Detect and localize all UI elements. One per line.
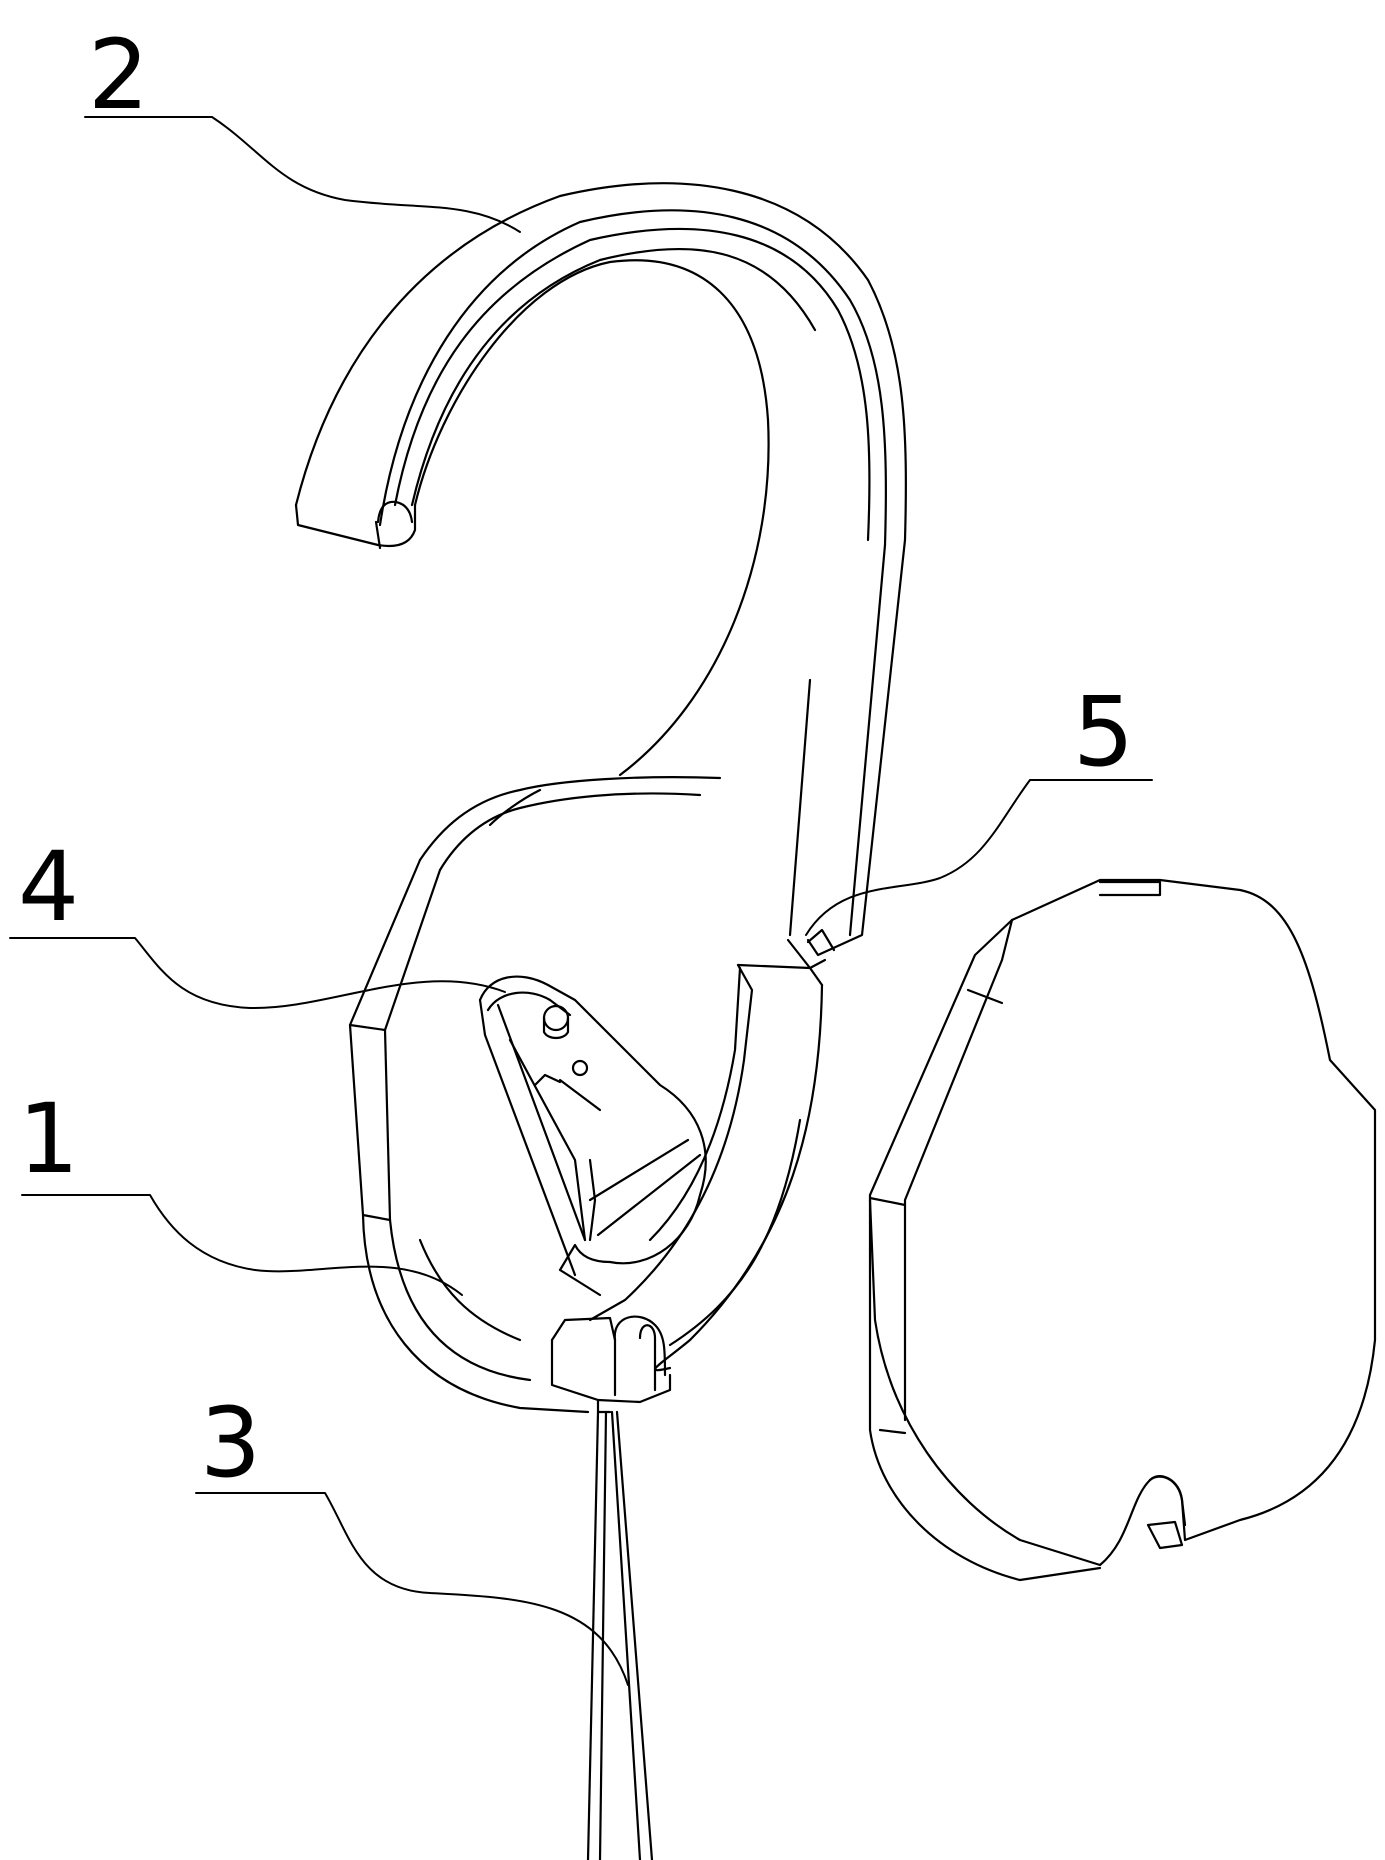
callout-2-number: 2 <box>88 19 149 131</box>
pivot-pin-icon <box>542 1004 570 1032</box>
inner-right-face <box>654 983 824 1372</box>
cord-strand-middle <box>598 1410 608 1860</box>
plate-notch-edge <box>1180 1498 1187 1527</box>
pivot-pin-side <box>542 1016 570 1040</box>
hook-tip-face <box>294 503 417 548</box>
plate-face-outline <box>868 878 1377 1567</box>
callout-3: 3 <box>195 1387 629 1686</box>
lever-outline <box>478 975 707 1297</box>
callout-4: 4 <box>9 831 506 1010</box>
plate-corner-mid <box>868 1196 907 1207</box>
inner-right-face-2 <box>668 1118 802 1347</box>
callout-2-leader <box>84 116 521 233</box>
plate-top-tab <box>1098 880 1162 897</box>
lever-face <box>588 1158 597 1242</box>
neck-outer <box>418 776 722 862</box>
plate-corner-top <box>966 988 1004 1005</box>
hook-outer-edge <box>294 182 907 542</box>
clamp-foot <box>596 1398 612 1414</box>
plate-inner-edge <box>903 918 1014 1422</box>
hook-spine-outer <box>806 538 907 957</box>
callout-1-leader <box>21 1194 463 1296</box>
inner-step-2 <box>736 963 824 987</box>
hook-inner-edge <box>413 259 770 777</box>
base-outer-edge <box>348 858 590 1414</box>
neck-inner <box>438 792 702 872</box>
plate-corner-low <box>878 1428 907 1435</box>
cord-strand-right <box>610 1410 642 1860</box>
plate-edge-outline <box>868 918 1102 1582</box>
callout-1-number: 1 <box>18 1083 79 1195</box>
callout-2: 2 <box>84 19 521 233</box>
lever-cam-line <box>596 1153 702 1237</box>
clamp-loop <box>613 1315 667 1377</box>
plate-notch <box>1146 1520 1184 1550</box>
callout-1: 1 <box>18 1083 463 1296</box>
locking-lever <box>478 975 707 1297</box>
plate-notch-curve <box>1148 1475 1184 1502</box>
hook-outer-edge-2 <box>378 209 887 547</box>
lever-top-edge <box>486 991 572 1017</box>
callout-5-number: 5 <box>1073 676 1134 788</box>
lever-left-edge <box>478 998 577 1277</box>
inner-right-outer <box>588 963 754 1322</box>
hook-body <box>294 182 907 1414</box>
clamp-body <box>550 1338 672 1404</box>
callout-5: 5 <box>805 676 1153 936</box>
base-corner-top <box>348 1023 387 1032</box>
clamp-top <box>550 1316 617 1342</box>
lever-slot-2 <box>533 1073 562 1087</box>
hook-slot-outer <box>393 227 871 542</box>
inner-right-inner <box>648 966 742 1242</box>
base-inner-edge <box>383 868 532 1382</box>
lever-cam-line-2 <box>588 1138 690 1202</box>
cord-clamp <box>550 1315 672 1414</box>
base-corner-mid <box>361 1213 392 1222</box>
callout-5-leader <box>805 779 1153 936</box>
second-pin-icon <box>571 1059 589 1077</box>
callout-3-leader <box>195 1492 629 1686</box>
base-face-line <box>418 1238 522 1342</box>
clamp-loop-inner <box>638 1324 657 1392</box>
hook-spine-inner <box>848 543 887 937</box>
callout-4-leader <box>9 937 506 1010</box>
callout-3-number: 3 <box>200 1387 261 1499</box>
lever-slot <box>558 1078 602 1112</box>
cord-strand-right-2 <box>615 1410 654 1860</box>
hook-tip-edge <box>374 520 382 550</box>
cord-strand-left <box>586 1410 600 1860</box>
lever-left-edge-3 <box>508 1038 587 1242</box>
cover-plate <box>868 878 1377 1582</box>
hook-slot-inner <box>410 247 817 507</box>
neck-detail <box>488 788 542 827</box>
hook-spine-face <box>788 678 812 937</box>
callout-4-number: 4 <box>18 831 79 943</box>
hook-notch <box>806 928 836 952</box>
cord <box>586 1410 654 1860</box>
